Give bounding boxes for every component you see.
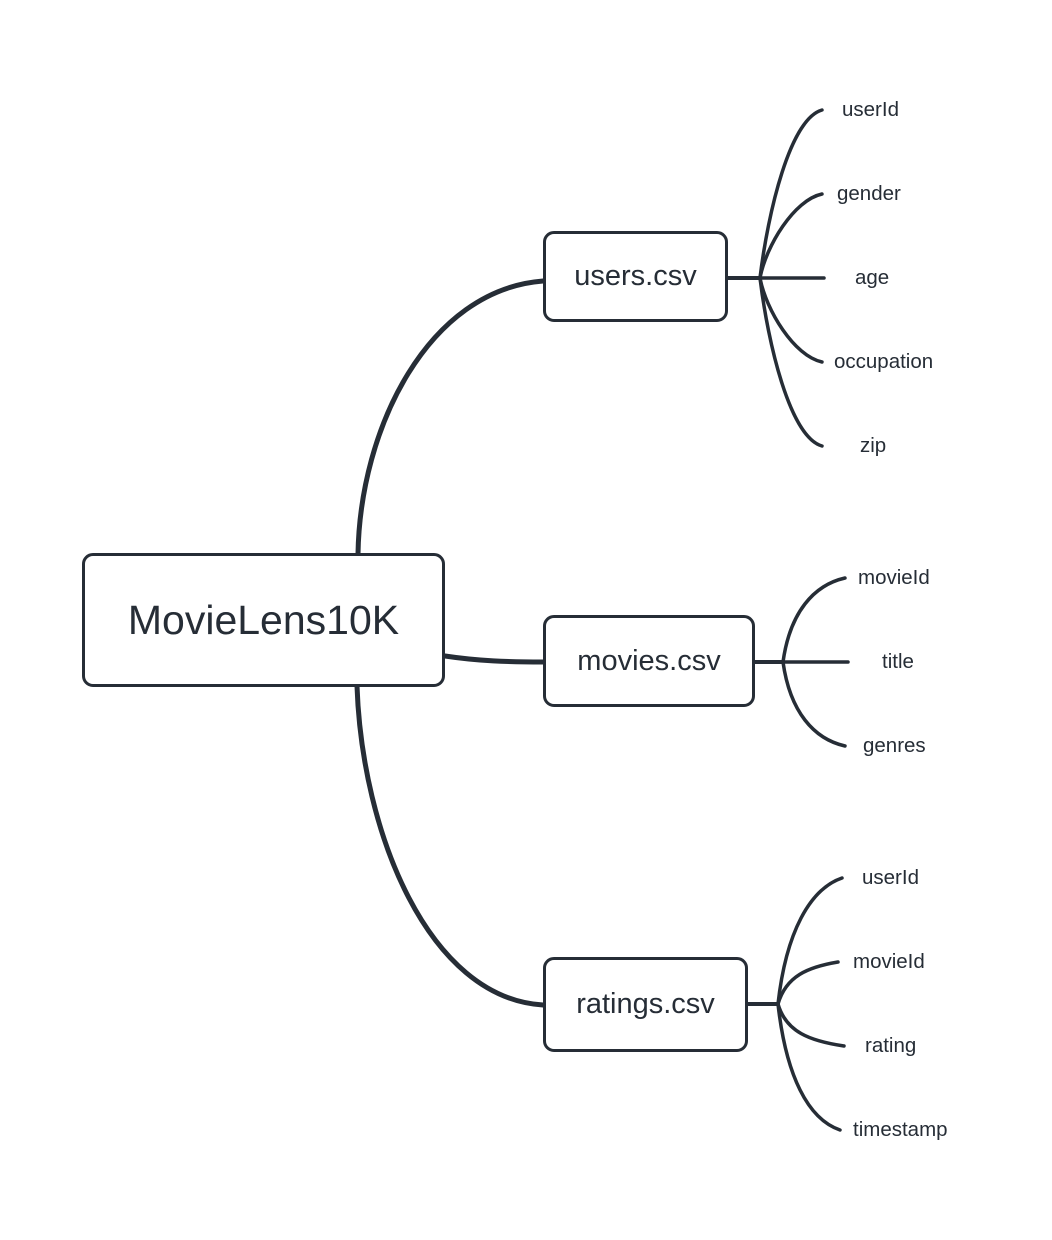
edge-ratings-movieid — [776, 960, 840, 1006]
branch-root-to-movies — [442, 653, 546, 665]
leaf-label-users-userid: userId — [842, 98, 899, 121]
edge-ratings-userid — [776, 876, 844, 1006]
file-node-ratings-csv: ratings.csv — [543, 957, 748, 1052]
leaf-label-users-occupation: occupation — [834, 350, 934, 373]
edge-users-userid — [758, 108, 824, 280]
edge-users-zip — [758, 276, 824, 448]
leaf-label-users-age: age — [855, 266, 890, 289]
leaf-label-movies-title: title — [882, 650, 914, 673]
leaf-label-users-zip: zip — [860, 434, 887, 457]
edge-movies-movieid — [781, 576, 847, 664]
leaf-label-movies-movieid: movieId — [858, 566, 930, 589]
branch-root-to-users — [355, 278, 546, 557]
root-node-label: MovieLens10K — [127, 596, 400, 643]
file-node-label: movies.csv — [577, 644, 721, 677]
file-node-users-csv: users.csv — [543, 231, 728, 322]
file-node-movies-csv: movies.csv — [543, 615, 755, 707]
leaf-label-ratings-userid: userId — [862, 866, 919, 889]
file-node-label: ratings.csv — [576, 988, 715, 1020]
edge-users-occupation — [758, 276, 824, 364]
edge-ratings-rating — [776, 1002, 846, 1048]
edge-users-gender — [758, 192, 824, 280]
leaf-label-ratings-rating: rating — [865, 1034, 917, 1057]
leaf-label-movies-genres: genres — [863, 734, 926, 757]
edge-ratings-timestamp — [776, 1002, 842, 1132]
root-node: MovieLens10K — [82, 553, 445, 687]
branch-root-to-ratings — [354, 683, 546, 1008]
file-node-label: users.csv — [574, 260, 697, 292]
edge-movies-genres — [781, 660, 847, 748]
leaf-label-users-gender: gender — [837, 182, 901, 205]
leaf-label-ratings-movieid: movieId — [853, 950, 925, 973]
leaf-label-ratings-timestamp: timestamp — [853, 1118, 948, 1141]
